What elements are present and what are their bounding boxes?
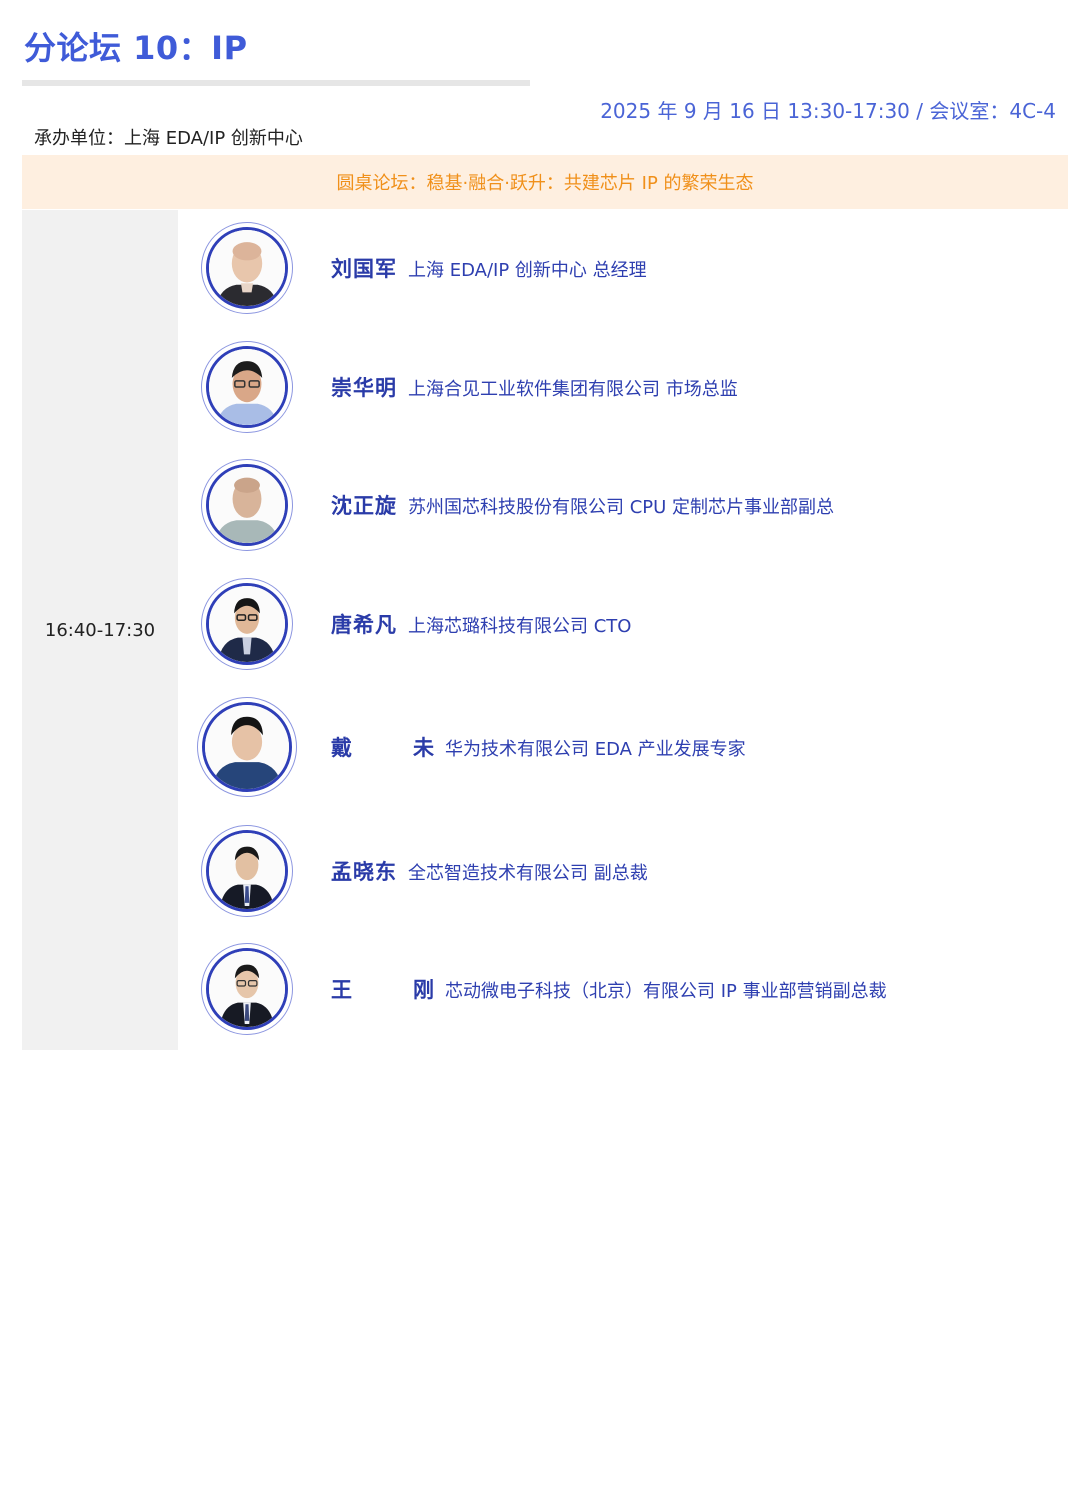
avatar xyxy=(201,222,293,314)
speaker-list: 刘国军 上海 EDA/IP 创新中心 总经理 崇华明 上海合见工业软件集团有限公… xyxy=(178,210,1068,1050)
speaker-affiliation: 芯动微电子科技（北京）有限公司 IP 事业部营销副总裁 xyxy=(445,981,887,1002)
avatar xyxy=(201,459,293,551)
speaker-affiliation: 华为技术有限公司 EDA 产业发展专家 xyxy=(445,739,746,760)
speaker-affiliation: 上海合见工业软件集团有限公司 市场总监 xyxy=(408,379,738,400)
portrait-photo-icon xyxy=(206,346,288,428)
portrait-photo-icon xyxy=(202,702,292,792)
roundtable-banner: 圆桌论坛：稳基·融合·跃升：共建芯片 IP 的繁荣生态 xyxy=(22,155,1068,209)
speaker-name: 唐希凡 xyxy=(331,613,397,637)
speaker-affiliation: 上海 EDA/IP 创新中心 总经理 xyxy=(408,260,647,281)
speaker-name: 崇华明 xyxy=(331,376,397,400)
speaker-name: 王 刚 xyxy=(331,978,454,1002)
avatar xyxy=(201,341,293,433)
roundtable-title: 圆桌论坛：稳基·融合·跃升：共建芯片 IP 的繁荣生态 xyxy=(336,173,754,194)
portrait-photo-icon xyxy=(206,830,288,912)
avatar xyxy=(201,825,293,917)
portrait-photo-icon xyxy=(206,464,288,546)
time-slot: 16:40-17:30 xyxy=(44,619,156,641)
speaker-row: 戴 未 华为技术有限公司 EDA 产业发展专家 xyxy=(178,692,1068,802)
speaker-row: 沈正旋 苏州国芯科技股份有限公司 CPU 定制芯片事业部副总 xyxy=(178,450,1068,560)
speaker-name: 沈正旋 xyxy=(331,494,397,518)
speaker-affiliation: 苏州国芯科技股份有限公司 CPU 定制芯片事业部副总 xyxy=(408,497,835,518)
portrait-photo-icon xyxy=(206,583,288,665)
speaker-affiliation: 全芯智造技术有限公司 副总裁 xyxy=(408,863,648,884)
host-organization: 承办单位：上海 EDA/IP 创新中心 xyxy=(34,128,303,149)
speaker-row: 崇华明 上海合见工业软件集团有限公司 市场总监 xyxy=(178,332,1068,442)
avatar xyxy=(197,697,297,797)
speaker-row: 刘国军 上海 EDA/IP 创新中心 总经理 xyxy=(178,213,1068,323)
speaker-row: 唐希凡 上海芯璐科技有限公司 CTO xyxy=(178,569,1068,679)
speaker-name: 刘国军 xyxy=(331,257,397,281)
avatar xyxy=(201,943,293,1035)
speaker-row: 孟晓东 全芯智造技术有限公司 副总裁 xyxy=(178,816,1068,926)
title-divider xyxy=(22,80,530,86)
speaker-name: 孟晓东 xyxy=(331,860,397,884)
portrait-photo-icon xyxy=(206,948,288,1030)
time-slot-column: 16:40-17:30 xyxy=(22,210,178,1050)
speaker-row: 王 刚 芯动微电子科技（北京）有限公司 IP 事业部营销副总裁 xyxy=(178,934,1068,1044)
page-title: 分论坛 10：IP xyxy=(24,29,248,67)
speaker-name: 戴 未 xyxy=(331,736,454,760)
avatar xyxy=(201,578,293,670)
session-datetime-location: 2025 年 9 月 16 日 13:30-17:30 / 会议室：4C-4 xyxy=(600,99,1056,123)
speaker-affiliation: 上海芯璐科技有限公司 CTO xyxy=(408,616,632,637)
portrait-photo-icon xyxy=(206,227,288,309)
